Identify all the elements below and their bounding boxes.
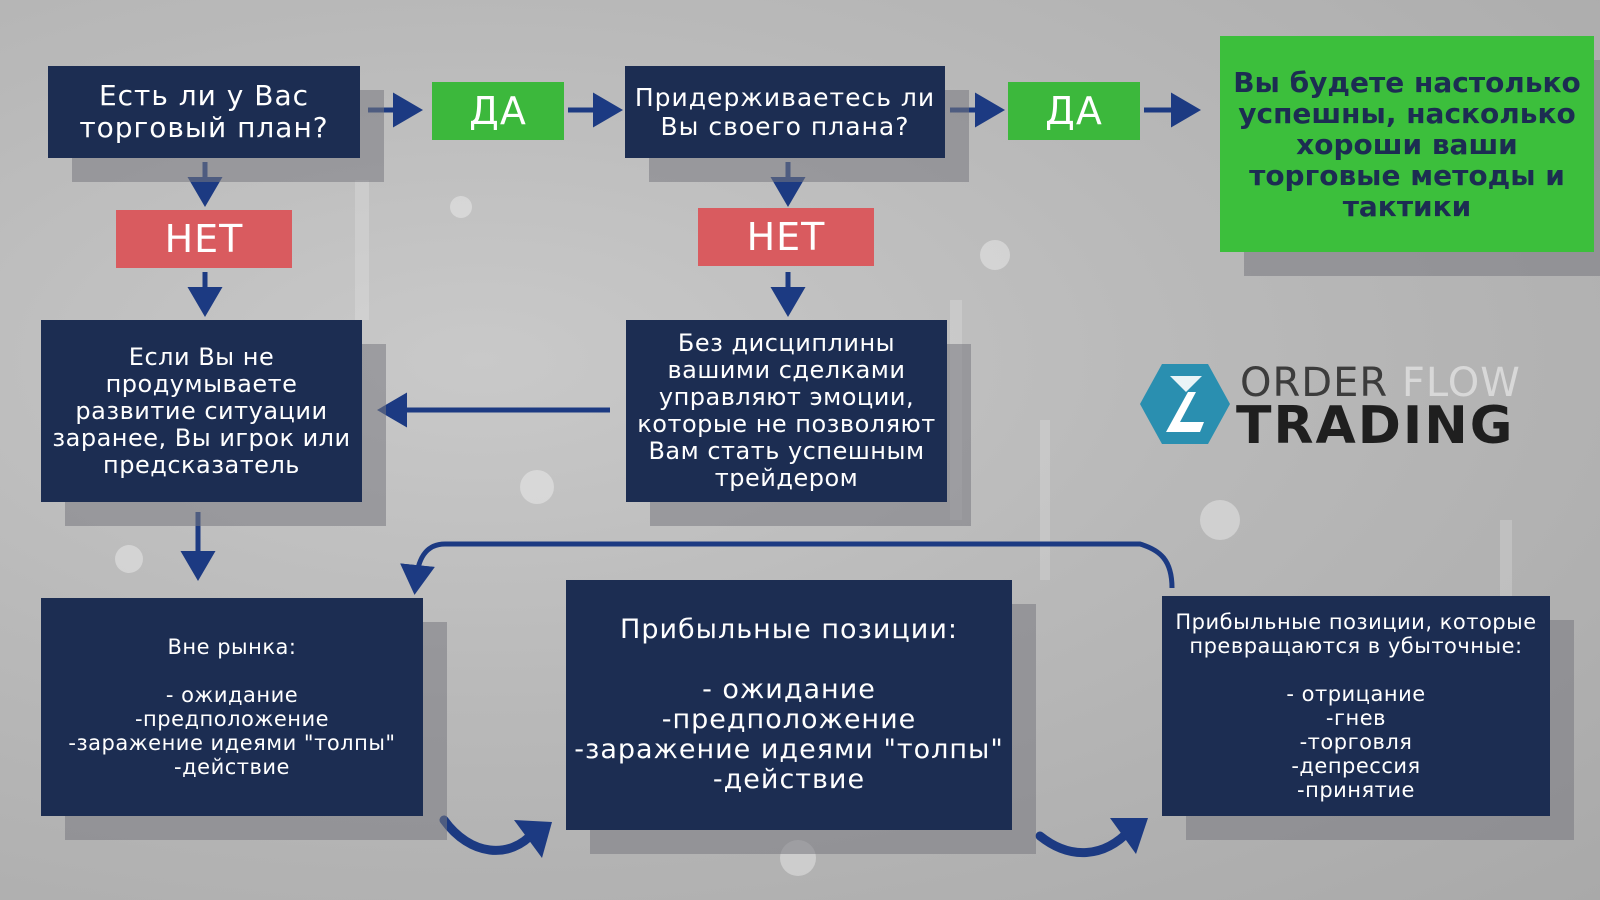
bokeh-dot	[115, 545, 143, 573]
gambler-warning-box: Если Вы не продумываете развитие ситуаци…	[41, 320, 362, 502]
bokeh-dot	[520, 470, 554, 504]
logo-flow: FLOW	[1401, 360, 1521, 406]
chart-bar-decoration	[950, 300, 962, 520]
yes-label-2: ДА	[1008, 82, 1140, 140]
curved-arrow-profitable-to-losing	[1035, 825, 1135, 858]
question-follow-plan: Придерживаетесь ли Вы своего плана?	[625, 66, 945, 158]
bokeh-dot	[780, 840, 816, 876]
no-label-2: НЕТ	[698, 208, 874, 266]
no-label-1: НЕТ	[116, 210, 292, 268]
losing-positions-box: Прибыльные позиции, которые превращаются…	[1162, 596, 1550, 816]
discipline-warning-box: Без дисциплины вашими сделками управляют…	[626, 320, 947, 502]
logo-trading: TRADING	[1236, 396, 1515, 456]
discipline-warning-text: Без дисциплины вашими сделками управляют…	[637, 329, 936, 492]
logo-order-flow-text: ORDER FLOW	[1240, 360, 1521, 406]
out-of-market-title: Вне рынка:	[167, 635, 297, 659]
logo-hexagon-icon	[1140, 364, 1230, 444]
yes-label-1: ДА	[432, 82, 564, 140]
profitable-positions-box: Прибыльные позиции: - ожидание -предполо…	[566, 580, 1012, 830]
question-trading-plan-text: Есть ли у Вас торговый план?	[79, 79, 329, 144]
profitable-positions-title: Прибыльные позиции:	[620, 614, 958, 645]
curved-arrowhead	[514, 820, 552, 858]
gambler-warning-text: Если Вы не продумываете развитие ситуаци…	[52, 342, 351, 479]
out-of-market-box: Вне рынка: - ожидание -предположение -за…	[41, 598, 423, 816]
order-flow-trading-logo: ORDER FLOW TRADING	[1140, 360, 1560, 460]
profitable-positions-list: - ожидание -предположение -заражение иде…	[574, 674, 1004, 795]
chart-bar-decoration	[1040, 420, 1050, 580]
question-trading-plan: Есть ли у Вас торговый план?	[48, 66, 360, 158]
losing-positions-title: Прибыльные позиции, которые превращаются…	[1175, 610, 1537, 658]
bokeh-dot	[450, 196, 472, 218]
chart-bar-decoration	[355, 180, 369, 320]
bokeh-dot	[1200, 500, 1240, 540]
success-result-box: Вы будете настолько успешны, насколько х…	[1220, 36, 1594, 252]
bokeh-dot	[980, 240, 1010, 270]
logo-order: ORDER	[1240, 360, 1389, 406]
losing-positions-list: - отрицание -гнев -торговля -депрессия -…	[1286, 682, 1426, 802]
curved-arrowhead	[1110, 818, 1148, 854]
curved-arrow-outmarket-to-profitable	[439, 815, 539, 855]
arrow-loop-back	[400, 541, 1175, 595]
out-of-market-list: - ожидание -предположение -заражение иде…	[68, 683, 396, 779]
question-follow-plan-text: Придерживаетесь ли Вы своего плана?	[634, 83, 936, 141]
